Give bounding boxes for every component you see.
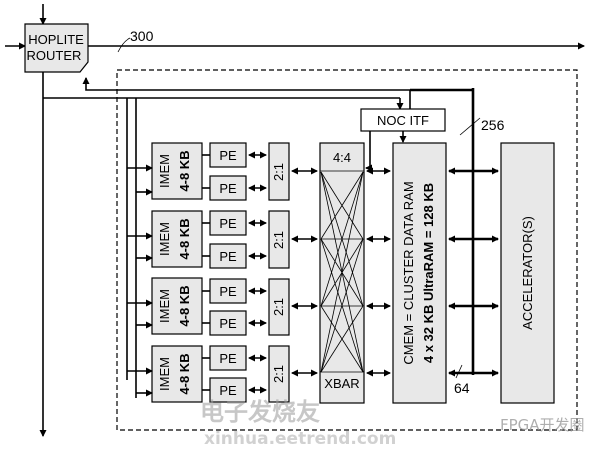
svg-text:PE: PE — [219, 181, 237, 196]
svg-text:PE: PE — [219, 316, 237, 331]
ref-300-leader — [117, 37, 131, 53]
svg-text:2:1: 2:1 — [271, 298, 286, 316]
svg-text:2:1: 2:1 — [271, 365, 286, 383]
cmem-block: CMEM = CLUSTER DATA RAM 4 x 32 KB UltraR… — [392, 142, 447, 404]
pe-block-3: PE — [209, 210, 247, 236]
noc-itf-to-router — [82, 77, 411, 109]
svg-text:4-8 KB: 4-8 KB — [177, 150, 192, 191]
pe-block-6: PE — [209, 310, 247, 336]
imem-block-4: IMEM 4-8 KB — [151, 345, 203, 403]
svg-text:IMEM: IMEM — [157, 357, 172, 391]
pe-block-5: PE — [209, 278, 247, 304]
svg-text:4-8 KB: 4-8 KB — [177, 218, 192, 259]
svg-text:PE: PE — [219, 284, 237, 299]
svg-text:PE: PE — [219, 249, 237, 264]
accelerator-block: ACCELERATOR(S) — [500, 142, 555, 404]
noc-itf-label: NOC ITF — [377, 113, 429, 128]
svg-text:2:1: 2:1 — [271, 231, 286, 249]
imem-block-1: IMEM 4-8 KB — [151, 142, 203, 200]
xbar-cmem-links — [366, 167, 391, 377]
ref-256-leader — [459, 117, 481, 136]
mux-block-3: 2:1 — [268, 278, 290, 336]
xbar-bottom-label: XBAR — [324, 376, 359, 391]
pe-block-8: PE — [209, 377, 247, 403]
imem-block-3: IMEM 4-8 KB — [151, 277, 203, 335]
svg-text:ACCELERATOR(S): ACCELERATOR(S) — [520, 216, 535, 330]
mux-block-1: 2:1 — [268, 142, 290, 201]
cmem-accel-links — [448, 167, 499, 377]
svg-text:4 x 32 KB UltraRAM = 128 KB: 4 x 32 KB UltraRAM = 128 KB — [421, 183, 436, 363]
imem-pe-links — [202, 154, 210, 391]
svg-text:IMEM: IMEM — [157, 154, 172, 188]
svg-text:PE: PE — [219, 351, 237, 366]
router-label-2: ROUTER — [27, 48, 82, 63]
mux-xbar-links — [291, 167, 318, 377]
mux-block-2: 2:1 — [268, 210, 290, 269]
svg-text:PE: PE — [219, 216, 237, 231]
pe-mux-links — [248, 151, 267, 394]
svg-text:2:1: 2:1 — [271, 163, 286, 181]
pe-block-2: PE — [209, 175, 247, 201]
router-label-1: HOPLITE — [28, 32, 84, 47]
svg-text:IMEM: IMEM — [157, 289, 172, 323]
ref-64-leader — [455, 364, 463, 379]
svg-text:PE: PE — [219, 148, 237, 163]
ref-64: 64 — [454, 380, 470, 396]
svg-text:CMEM = CLUSTER DATA RAM: CMEM = CLUSTER DATA RAM — [401, 181, 416, 364]
svg-text:IMEM: IMEM — [157, 222, 172, 256]
ref-256: 256 — [481, 117, 505, 133]
pe-block-1: PE — [209, 142, 247, 168]
svg-text:PE: PE — [219, 383, 237, 398]
svg-text:4-8 KB: 4-8 KB — [177, 285, 192, 326]
imem-block-2: IMEM 4-8 KB — [151, 210, 203, 268]
cluster-boundary — [116, 69, 578, 431]
ref-300: 300 — [130, 28, 154, 44]
xbar-block — [319, 142, 365, 404]
xbar-top-label: 4:4 — [333, 150, 351, 165]
pe-block-7: PE — [209, 345, 247, 371]
svg-text:4-8 KB: 4-8 KB — [177, 353, 192, 394]
hoplite-router — [24, 23, 89, 73]
mux-block-4: 2:1 — [268, 345, 290, 403]
pe-block-4: PE — [209, 243, 247, 269]
